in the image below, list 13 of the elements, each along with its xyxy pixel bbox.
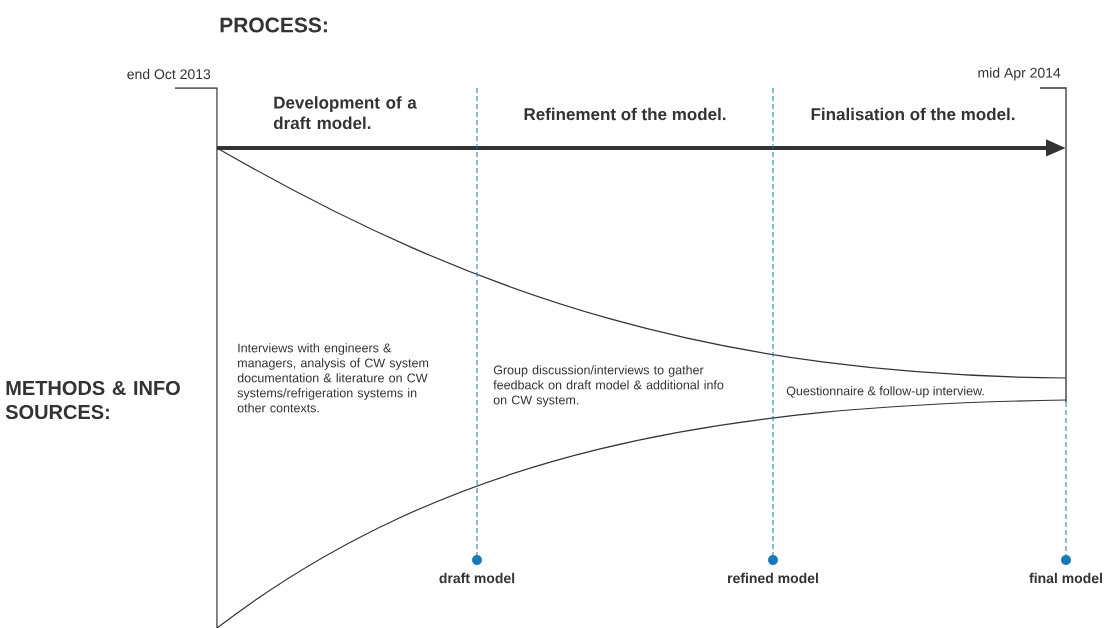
phase-title: Development of a draft model. — [273, 96, 417, 130]
milestone-label: refined model — [728, 572, 818, 584]
milestone-label: draft model — [439, 572, 515, 584]
method-text: Interviews with engineers & managers, analysis of CW system documentation & literature on CW systems/refrigeration systems in other contexts. — [237, 343, 429, 413]
method-text: Group discussion/interviews to gather feedback on draft model & additional info on CW system. — [493, 365, 724, 407]
phase-title: Refinement of the model. — [524, 107, 726, 121]
phase-title: Finalisation of the model. — [811, 107, 1015, 121]
date-label: mid Apr 2014 — [978, 67, 1061, 81]
heading: PROCESS: — [220, 17, 327, 33]
milestone-label: final model — [1029, 572, 1102, 584]
method-text: Questionnaire & follow-up interview. — [786, 386, 984, 398]
heading: METHODS & INFO SOURCES: — [5, 380, 180, 420]
date-label: end Oct 2013 — [127, 68, 211, 80]
